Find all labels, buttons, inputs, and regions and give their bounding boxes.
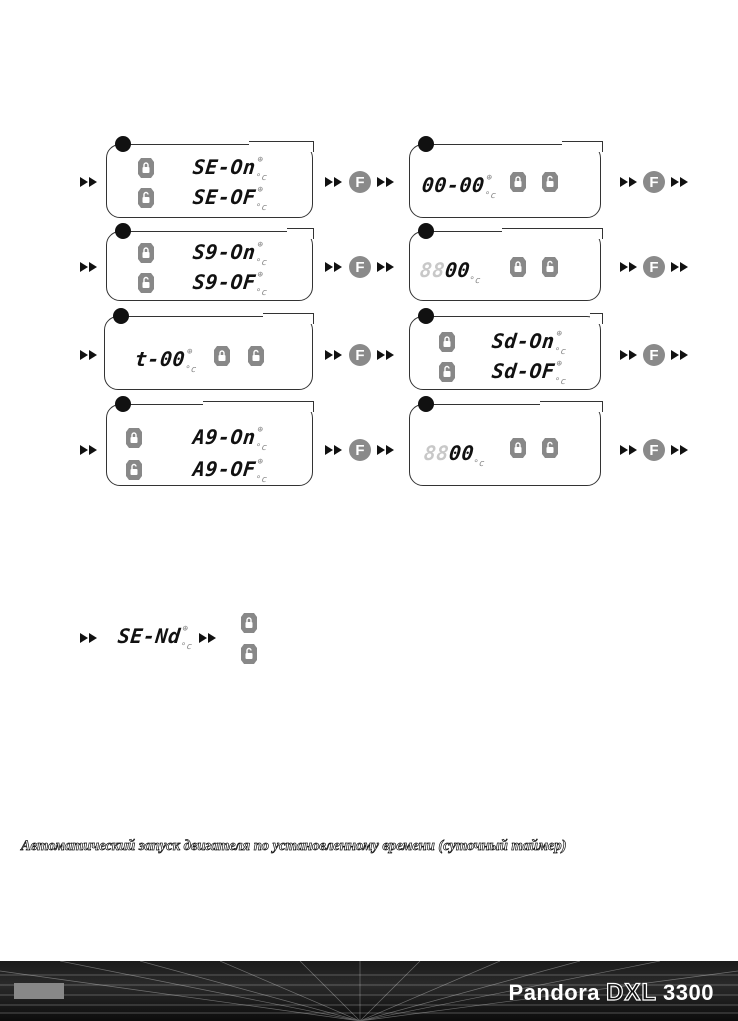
- double-arrow-icon: [671, 445, 691, 455]
- lcd-temp: 8800°c: [419, 258, 484, 282]
- step-marker: [115, 136, 131, 152]
- lcd-panel-7: A9-On⊕°c A9-OF⊕°c: [106, 404, 313, 486]
- lock-closed-icon: [137, 157, 155, 179]
- double-arrow-icon: [671, 262, 691, 272]
- lcd-send: SE-Nd⊕°c: [117, 624, 195, 648]
- lock-open-icon: [137, 272, 155, 294]
- lcd-panel-5: t-00⊕°c: [104, 316, 313, 390]
- lock-closed-icon: [509, 437, 527, 459]
- lock-open-icon: [240, 643, 258, 665]
- double-arrow-icon: [325, 262, 345, 272]
- lock-closed-icon: [213, 345, 231, 367]
- lcd-line-on: S9-On⊕°c: [192, 240, 270, 264]
- double-arrow-icon: [80, 350, 100, 360]
- lock-open-icon: [541, 171, 559, 193]
- step-marker: [115, 396, 131, 412]
- lcd-panel-8: 8800°c: [409, 404, 601, 486]
- f-button-icon: F: [349, 171, 371, 193]
- lcd-line-off: Sd-OF⊕°c: [491, 359, 569, 383]
- f-button-icon: F: [643, 439, 665, 461]
- double-arrow-icon: [325, 350, 345, 360]
- double-arrow-icon: [80, 633, 100, 643]
- lock-closed-icon: [125, 427, 143, 449]
- step-marker: [418, 396, 434, 412]
- double-arrow-icon: [199, 633, 219, 643]
- double-arrow-icon: [80, 177, 100, 187]
- lcd-panel-6: Sd-On⊕°c Sd-OF⊕°c: [409, 316, 601, 390]
- double-arrow-icon: [671, 177, 691, 187]
- f-button-icon: F: [643, 256, 665, 278]
- f-button-icon: F: [643, 344, 665, 366]
- lock-closed-icon: [438, 331, 456, 353]
- lcd-panel-1: SE-On⊕°c SE-OF⊕°c: [106, 144, 313, 218]
- f-button-icon: F: [349, 439, 371, 461]
- f-button-icon: F: [643, 171, 665, 193]
- lcd-time: 00-00⊕°c: [421, 173, 499, 197]
- lcd-line-off: A9-OF⊕°c: [192, 457, 270, 481]
- double-arrow-icon: [377, 177, 397, 187]
- double-arrow-icon: [377, 445, 397, 455]
- lock-open-icon: [541, 437, 559, 459]
- lock-open-icon: [125, 459, 143, 481]
- double-arrow-icon: [620, 350, 640, 360]
- double-arrow-icon: [620, 445, 640, 455]
- lock-open-icon: [247, 345, 265, 367]
- lcd-line-on: SE-On⊕°c: [192, 155, 270, 179]
- f-button-icon: F: [349, 256, 371, 278]
- step-marker: [418, 136, 434, 152]
- lock-closed-icon: [509, 256, 527, 278]
- lcd-temp: 8800°c: [423, 441, 488, 465]
- double-arrow-icon: [325, 177, 345, 187]
- lcd-panel-3: S9-On⊕°c S9-OF⊕°c: [106, 231, 313, 301]
- lcd-panel-2: 00-00⊕°c: [409, 144, 601, 218]
- lock-closed-icon: [509, 171, 527, 193]
- lcd-line-on: A9-On⊕°c: [192, 425, 270, 449]
- double-arrow-icon: [671, 350, 691, 360]
- double-arrow-icon: [325, 445, 345, 455]
- lock-open-icon: [541, 256, 559, 278]
- lcd-line-off: SE-OF⊕°c: [192, 185, 270, 209]
- lock-open-icon: [137, 187, 155, 209]
- lock-closed-icon: [137, 242, 155, 264]
- page-tab: [14, 983, 64, 999]
- lock-open-icon: [438, 361, 456, 383]
- step-marker: [113, 308, 129, 324]
- double-arrow-icon: [620, 262, 640, 272]
- lock-closed-icon: [240, 612, 258, 634]
- section-caption: Автоматический запуск двигателя по устан…: [21, 838, 661, 855]
- lcd-line-off: S9-OF⊕°c: [192, 270, 270, 294]
- double-arrow-icon: [80, 262, 100, 272]
- lcd-timer: t-00⊕°c: [134, 347, 199, 371]
- f-button-icon: F: [349, 344, 371, 366]
- step-marker: [418, 223, 434, 239]
- lcd-panel-4: 8800°c: [409, 231, 601, 301]
- double-arrow-icon: [377, 262, 397, 272]
- double-arrow-icon: [620, 177, 640, 187]
- step-marker: [115, 223, 131, 239]
- lcd-line-on: Sd-On⊕°c: [491, 329, 569, 353]
- step-marker: [418, 308, 434, 324]
- double-arrow-icon: [80, 445, 100, 455]
- double-arrow-icon: [377, 350, 397, 360]
